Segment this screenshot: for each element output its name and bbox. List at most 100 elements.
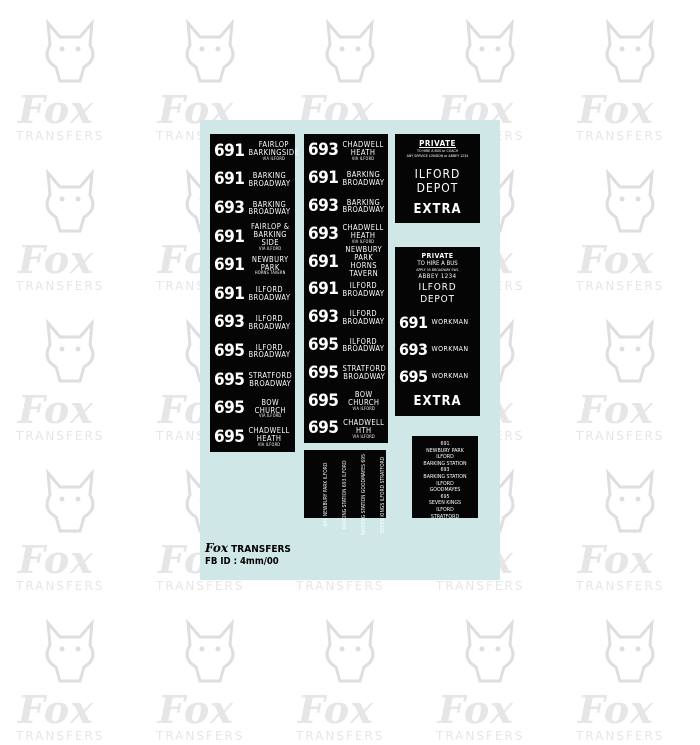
destination-line: ILFORD: [349, 308, 378, 318]
destination-text: BOW CHURCHvia ILFORD: [342, 391, 385, 411]
route-label: WORKMAN: [431, 345, 469, 354]
route-number: 691: [399, 313, 428, 332]
destination-line: BARKING: [252, 171, 287, 181]
destination-line: HEATH: [256, 434, 282, 444]
watermark-sub: TRANSFERS: [16, 729, 105, 743]
destination-line: ILFORD: [349, 281, 378, 291]
watermark-sub: TRANSFERS: [576, 129, 665, 143]
route-list-line: ILFORD: [436, 480, 454, 487]
workman-row: 693 WORKMAN: [399, 338, 477, 362]
watermark-sub: TRANSFERS: [576, 579, 665, 593]
destination-text: FAIRLOP &BARKING SIDEvia ILFORD: [248, 223, 292, 251]
destination-line: BROADWAY: [248, 293, 291, 303]
route-number: 693: [308, 307, 339, 328]
route-number: 695: [214, 340, 245, 361]
route-number: 693: [399, 340, 428, 359]
destination-line: BROADWAY: [342, 344, 385, 354]
watermark-sub: TRANSFERS: [156, 579, 245, 593]
via-text: via ILFORD: [352, 405, 375, 411]
route-list-line: NEWBURY PARK: [426, 447, 464, 454]
watermark-sub: TRANSFERS: [436, 729, 525, 743]
watermark-sub: TRANSFERS: [576, 429, 665, 443]
route-number: 695: [308, 418, 339, 439]
destination-line: BROADWAY: [248, 321, 291, 331]
watermark-sub: TRANSFERS: [576, 729, 665, 743]
destination-line: CHADWELL: [248, 426, 290, 436]
destination-line: STRATFORD: [342, 364, 387, 374]
via-text: VIA ILFORD: [262, 156, 285, 162]
via-text: VIA ILFORD: [351, 155, 375, 161]
watermark-sub: TRANSFERS: [16, 129, 105, 143]
route-list-line: 691: [440, 441, 450, 447]
destination-line: BROADWAY: [343, 372, 386, 382]
route-number: 691: [214, 169, 245, 190]
destination-line: BOW CHURCH: [348, 390, 380, 407]
route-number: 693: [214, 312, 245, 333]
destination-line: CHADWELL: [342, 223, 384, 233]
destination-line: FAIRLOP: [258, 140, 289, 150]
watermark-sub: TRANSFERS: [296, 729, 385, 743]
watermark-sub: TRANSFERS: [16, 579, 105, 593]
watermark-logo: Fox: [578, 537, 654, 582]
destination-line: FAIRLOP &: [251, 222, 290, 232]
destination-text: CHADWELL HTHvia ILFORD: [342, 419, 385, 439]
extra-label: EXTRA: [413, 394, 462, 409]
route-number: 691: [308, 279, 339, 300]
watermark-logo: Fox: [18, 387, 94, 432]
route-list-line: ILFORD: [436, 454, 454, 461]
route-number: 691: [214, 283, 245, 304]
destination-line: HORNS TAVERN: [349, 261, 379, 278]
watermark-sub: TRANSFERS: [296, 579, 385, 593]
destination-line: CHADWELL: [342, 139, 384, 149]
via-text: HORNS TAVERN: [254, 270, 286, 276]
route-number: 695: [214, 398, 245, 419]
hire-text: TO HIRE A BUS: [417, 260, 458, 267]
route-number: 693: [308, 140, 339, 161]
destination-line: BROADWAY: [342, 288, 385, 298]
destination-line: BARKING: [346, 169, 381, 179]
via-text: VIA ILFORD: [257, 442, 281, 448]
route-number: 693: [308, 195, 339, 216]
via-text: via ILFORD: [352, 433, 375, 439]
depot-line-2: DEPOT: [420, 294, 455, 305]
destination-line: BARKINGSIDE: [248, 148, 300, 158]
route-list-line: ILFORD: [436, 507, 454, 514]
depot-line-1: ILFORD: [414, 167, 461, 181]
watermark-sub: TRANSFERS: [576, 279, 665, 293]
destination-line: HEATH: [350, 231, 376, 241]
route-number: 695: [308, 390, 339, 411]
product-id: FB ID : 4mm/00: [205, 556, 279, 567]
brand-label: Fox TRANSFERS: [205, 541, 291, 555]
watermark-sub: TRANSFERS: [436, 579, 525, 593]
route-number: 695: [308, 362, 339, 383]
destination-line: BROADWAY: [249, 379, 292, 389]
hire-subtext: ANY SERVICE LONDON or ABBEY 1234: [406, 154, 469, 158]
